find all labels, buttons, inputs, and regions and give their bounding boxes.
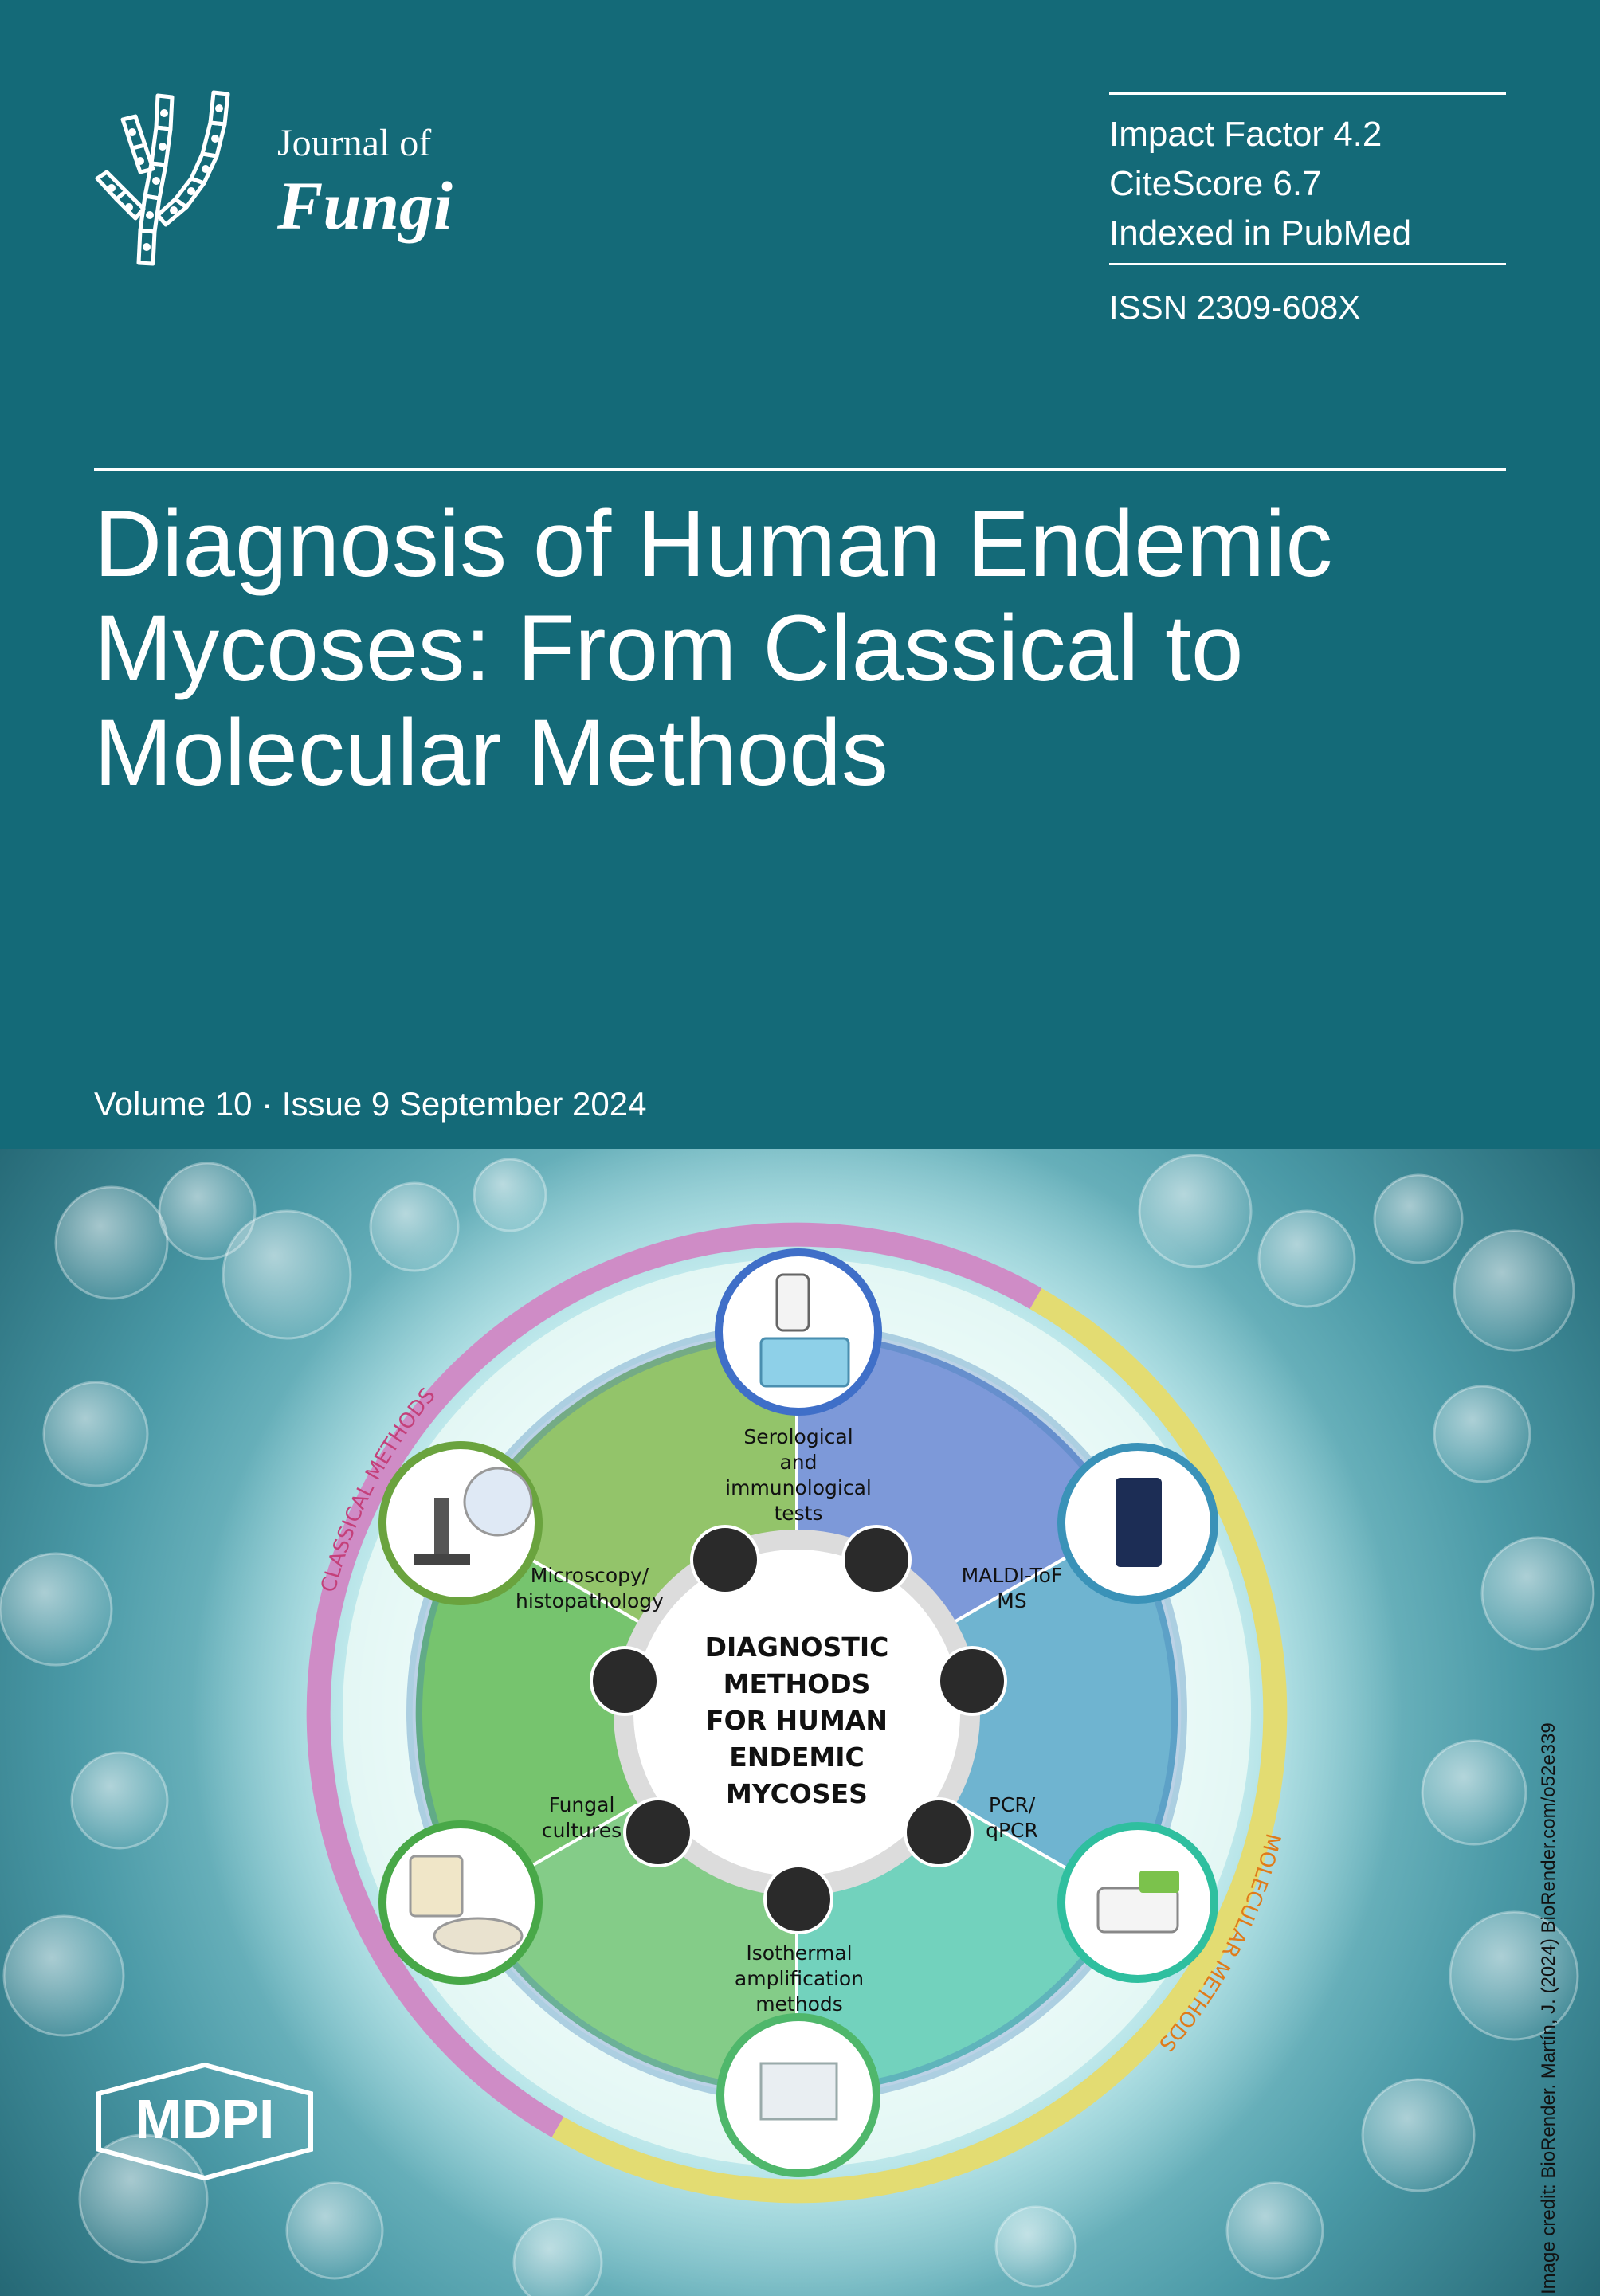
cover-artwork: CLASSICAL METHODS MOLECULAR METHODS xyxy=(0,1149,1600,2296)
cultures-label: Fungal cultures xyxy=(541,1793,622,1842)
journal-prefix: Journal of xyxy=(277,122,432,164)
issn: ISSN 2309-608X xyxy=(1109,288,1361,326)
article-title: Diagnosis of Human Endemic Mycoses: From… xyxy=(94,492,1512,805)
divider xyxy=(1109,263,1506,265)
fungi-hyphae-logo-icon xyxy=(95,90,230,266)
classical-methods-ring xyxy=(306,1222,1042,2137)
micrograph-icons xyxy=(590,1525,1007,1934)
divider xyxy=(1109,92,1506,95)
isothermal-label: Isothermal amplification methods xyxy=(734,1941,865,2016)
pcr-label: PCR/ qPCR xyxy=(986,1793,1038,1842)
maldi-label: MALDI-ToF MS xyxy=(961,1564,1063,1612)
serological-label: Serological and immunological tests xyxy=(725,1425,872,1525)
diagram-center-title: DIAGNOSTIC METHODS FOR HUMAN ENDEMIC MYC… xyxy=(704,1632,889,1809)
title-line: Mycoses: From Classical to xyxy=(94,596,1244,701)
title-line: Diagnosis of Human Endemic xyxy=(94,492,1333,597)
center-disc xyxy=(633,1550,960,1876)
issue-info: Volume 10 · Issue 9 September 2024 xyxy=(94,1085,647,1123)
image-credit: Image credit: BioRender. Martín, J. (202… xyxy=(1538,1722,1559,2294)
impact-factor: Impact Factor 4.2 xyxy=(1109,115,1382,154)
maldi-instrument-icon xyxy=(1057,1443,1218,1604)
fungal-culture-icon xyxy=(378,1820,543,1985)
molecular-methods-ring xyxy=(551,1288,1288,2204)
divider xyxy=(94,468,1506,471)
microscope-icon xyxy=(378,1441,543,1605)
pcr-machine-icon xyxy=(1057,1822,1218,1983)
title-line: Molecular Methods xyxy=(94,700,888,805)
indexing-info: Indexed in PubMed xyxy=(1109,214,1412,253)
journal-name: Fungi xyxy=(277,167,453,244)
citescore: CiteScore 6.7 xyxy=(1109,164,1322,203)
serological-illustration-icon xyxy=(715,1248,882,1416)
mdpi-logo-text: MDPI xyxy=(135,2088,275,2150)
mdpi-logo: MDPI xyxy=(96,2062,313,2181)
isothermal-icon xyxy=(716,2013,880,2177)
microscopy-label: Microscopy/ histopathology xyxy=(516,1564,664,1612)
